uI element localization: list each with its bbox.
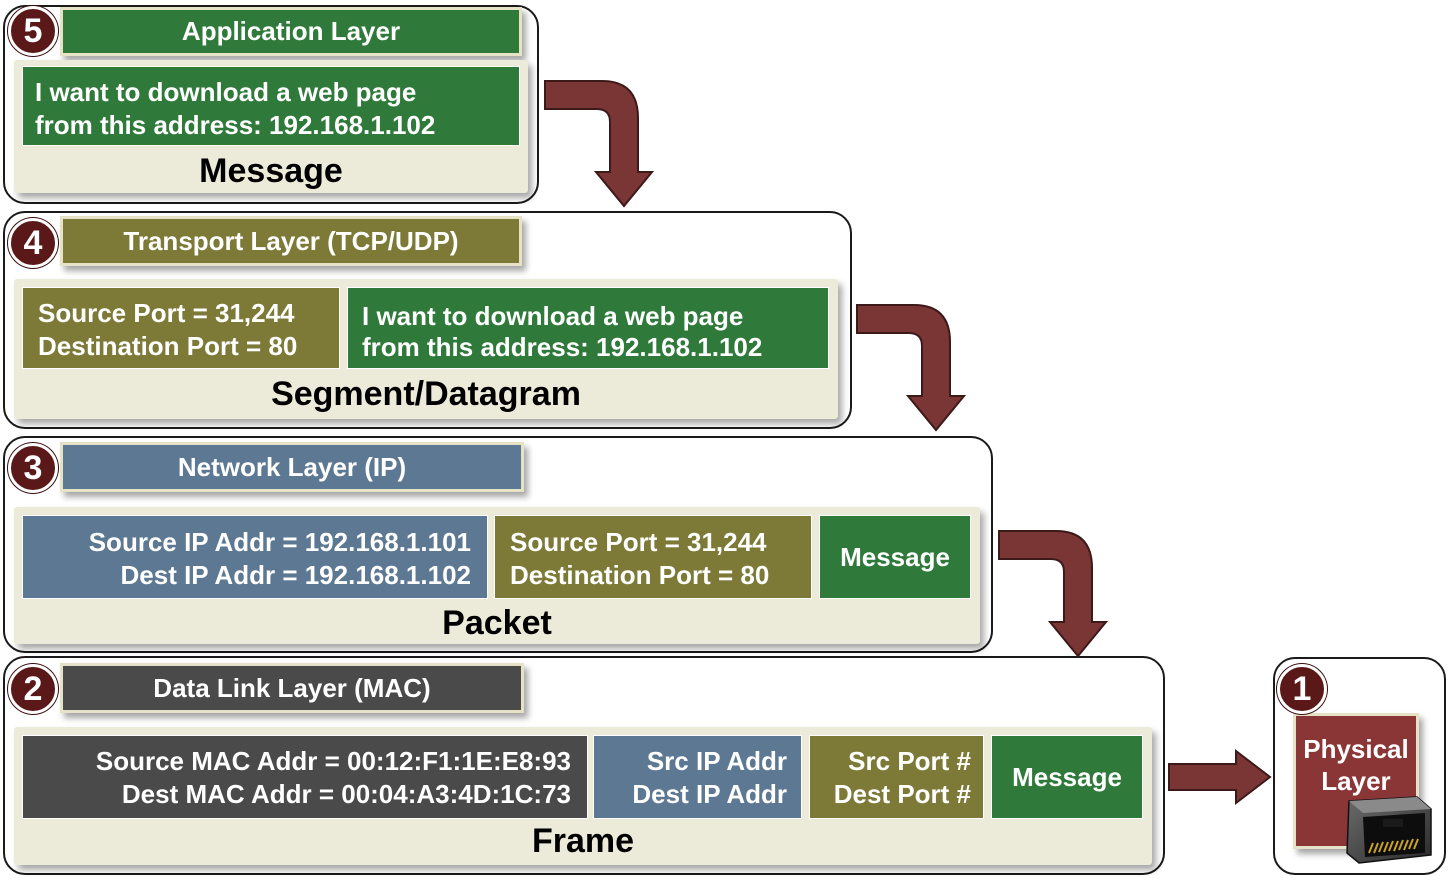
arrow-5-to-4-icon (544, 80, 655, 208)
physical-layer-line2: Layer (1321, 766, 1391, 796)
datalink-layer-header: Data Link Layer (MAC) (60, 663, 524, 713)
layer-5-badge: 5 (8, 6, 58, 56)
application-message-line2: from this address: 192.168.1.102 (35, 110, 436, 140)
layer-3-badge: 3 (8, 443, 58, 493)
transport-message-box: I want to download a web page from this … (347, 287, 829, 369)
datalink-mac-line1: Source MAC Addr = 00:12:F1:1E:E8:93 (95, 746, 571, 776)
network-port-box: Source Port = 31,244 Destination Port = … (494, 515, 812, 599)
ethernet-port-icon (1346, 796, 1432, 864)
network-ip-box: Source IP Addr = 192.168.1.101 Dest IP A… (22, 515, 488, 599)
arrow-4-to-3-icon (856, 304, 967, 432)
datalink-caption: Frame (531, 822, 635, 860)
application-message-line1: I want to download a web page (35, 77, 417, 107)
datalink-ip-box: Src IP Addr Dest IP Addr (593, 735, 802, 819)
datalink-mac-line2: Dest MAC Addr = 00:04:A3:4D:1C:73 (121, 779, 571, 809)
layer-1-badge: 1 (1277, 664, 1327, 714)
transport-port-line2: Destination Port = 80 (38, 331, 298, 361)
transport-message-line2: from this address: 192.168.1.102 (362, 332, 763, 362)
network-message-label: Message (840, 541, 950, 572)
physical-layer-line1: Physical (1303, 734, 1409, 764)
application-caption: Message (199, 152, 343, 190)
network-layer-header: Network Layer (IP) (60, 442, 524, 492)
layer-4-badge: 4 (8, 218, 58, 268)
arrow-3-to-2-icon (998, 530, 1109, 658)
datalink-message-label: Message (1012, 761, 1122, 792)
transport-caption: Segment/Datagram (271, 375, 581, 413)
network-port-line2: Destination Port = 80 (510, 560, 770, 590)
transport-port-box: Source Port = 31,244 Destination Port = … (22, 287, 340, 369)
application-message-box: I want to download a web page from this … (22, 66, 520, 146)
datalink-ip-line2: Dest IP Addr (632, 779, 787, 809)
network-port-line1: Source Port = 31,244 (510, 527, 767, 557)
transport-message-line1: I want to download a web page (362, 301, 744, 331)
layer-2-badge: 2 (8, 664, 58, 714)
datalink-port-line1: Src Port # (848, 746, 971, 776)
network-ip-line1: Source IP Addr = 192.168.1.101 (88, 527, 471, 557)
datalink-message-box: Message (991, 735, 1143, 819)
datalink-port-box: Src Port # Dest Port # (809, 735, 984, 819)
network-caption: Packet (442, 604, 552, 642)
application-layer-header: Application Layer (60, 7, 522, 56)
datalink-port-line2: Dest Port # (833, 779, 971, 809)
datalink-ip-line1: Src IP Addr (646, 746, 787, 776)
network-ip-line2: Dest IP Addr = 192.168.1.102 (120, 560, 472, 590)
transport-layer-header: Transport Layer (TCP/UDP) (60, 216, 522, 266)
transport-port-line1: Source Port = 31,244 (38, 298, 295, 328)
arrow-2-to-1-icon (1168, 748, 1272, 806)
datalink-mac-box: Source MAC Addr = 00:12:F1:1E:E8:93 Dest… (22, 735, 588, 819)
network-message-box: Message (819, 515, 971, 599)
